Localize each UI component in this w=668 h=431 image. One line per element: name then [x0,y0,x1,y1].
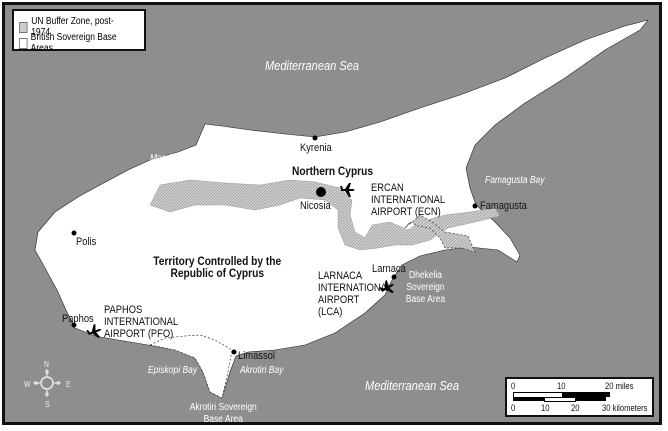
polis-dot [71,230,77,236]
bay-label-episkopi: Episkopi Bay [148,365,198,376]
city-label-larnaca: Larnaca [372,263,406,275]
airport-label-paphos: PAPHOS INTERNATIONAL AIRPORT (PFO) [104,304,178,340]
scale-km-0: 0 [511,403,516,413]
scale-km-30: 30 kilometers [602,403,648,413]
compass-e: E [66,380,71,389]
city-dots [71,135,478,355]
compass-rose-icon [33,369,61,397]
compass-w: W [24,380,31,389]
sea-label-south: Mediterranean Sea [365,378,459,393]
legend-swatch-white [19,37,28,49]
sea-label-north: Mediterranean Sea [265,58,359,73]
un-buffer-zone [149,179,501,251]
scale-mile-0: 0 [511,381,516,391]
paphos-dot [71,322,77,328]
city-label-famagusta: Famagusta [480,200,527,212]
base-label-dhekelia: Dhekelia Sovereign Base Area [405,270,446,305]
bay-label-morphou: Morphou Bay [150,153,201,164]
legend-item-base-areas: British Sovereign Base Areas [19,32,125,54]
scale-mile-seg-2 [562,392,610,397]
limassol-dot [231,349,237,355]
scale-mile-10: 10 [557,381,566,391]
airport-label-larnaca: LARNACA INTERNATIONAL AIRPORT (LCA) [318,270,392,318]
legend-label: UN Buffer Zone, post-1974 [31,16,114,38]
famagusta-dot [472,203,478,209]
legend-swatch-hatched [19,21,28,33]
region-label-north: Northern Cyprus [292,164,374,178]
city-label-nicosia: Nicosia [300,200,331,212]
kyrenia-dot [312,135,318,141]
ercan-airplane-icon [340,183,355,197]
compass-n: N [44,360,49,369]
compass-s: S [45,400,50,409]
akrotiri-base-area [148,334,233,399]
airport-icons [86,183,394,338]
legend-label: British Sovereign Base Areas [30,32,117,54]
scale-km-seg-1 [513,397,544,401]
scale-mile-20: 20 miles [605,381,634,391]
city-label-kyrenia: Kyrenia [300,142,332,154]
city-label-limassol: Limassol [238,350,275,362]
scale-km-10: 10 [541,403,550,413]
city-label-paphos: Paphos [62,313,94,325]
map-legend: UN Buffer Zone, post-1974 British Sovere… [12,9,146,54]
dhekelia-base-area [404,214,476,253]
region-label-south: Territory Controlled by the Republic of … [153,254,282,280]
larnaca-dot [391,274,397,280]
airport-label-ercan: ERCAN INTERNATIONAL AIRPORT (ECN) [371,182,445,218]
scale-km-20: 20 [571,403,580,413]
city-label-polis: Polis [76,236,97,248]
scale-bar: 0 10 20 miles 0 10 20 30 kilometers [505,377,654,417]
bay-label-akrotiri: Akrotiri Bay [240,365,284,376]
paphos-airplane-icon [86,324,102,338]
larnaca-airplane-icon [378,279,394,294]
nicosia-dot [316,187,326,197]
bay-label-famagusta: Famagusta Bay [485,175,545,186]
scale-km-seg-3 [575,397,606,401]
base-label-akrotiri: Akrotiri Sovereign Base Area [189,402,257,425]
legend-item-buffer-zone: UN Buffer Zone, post-1974 [19,16,125,38]
